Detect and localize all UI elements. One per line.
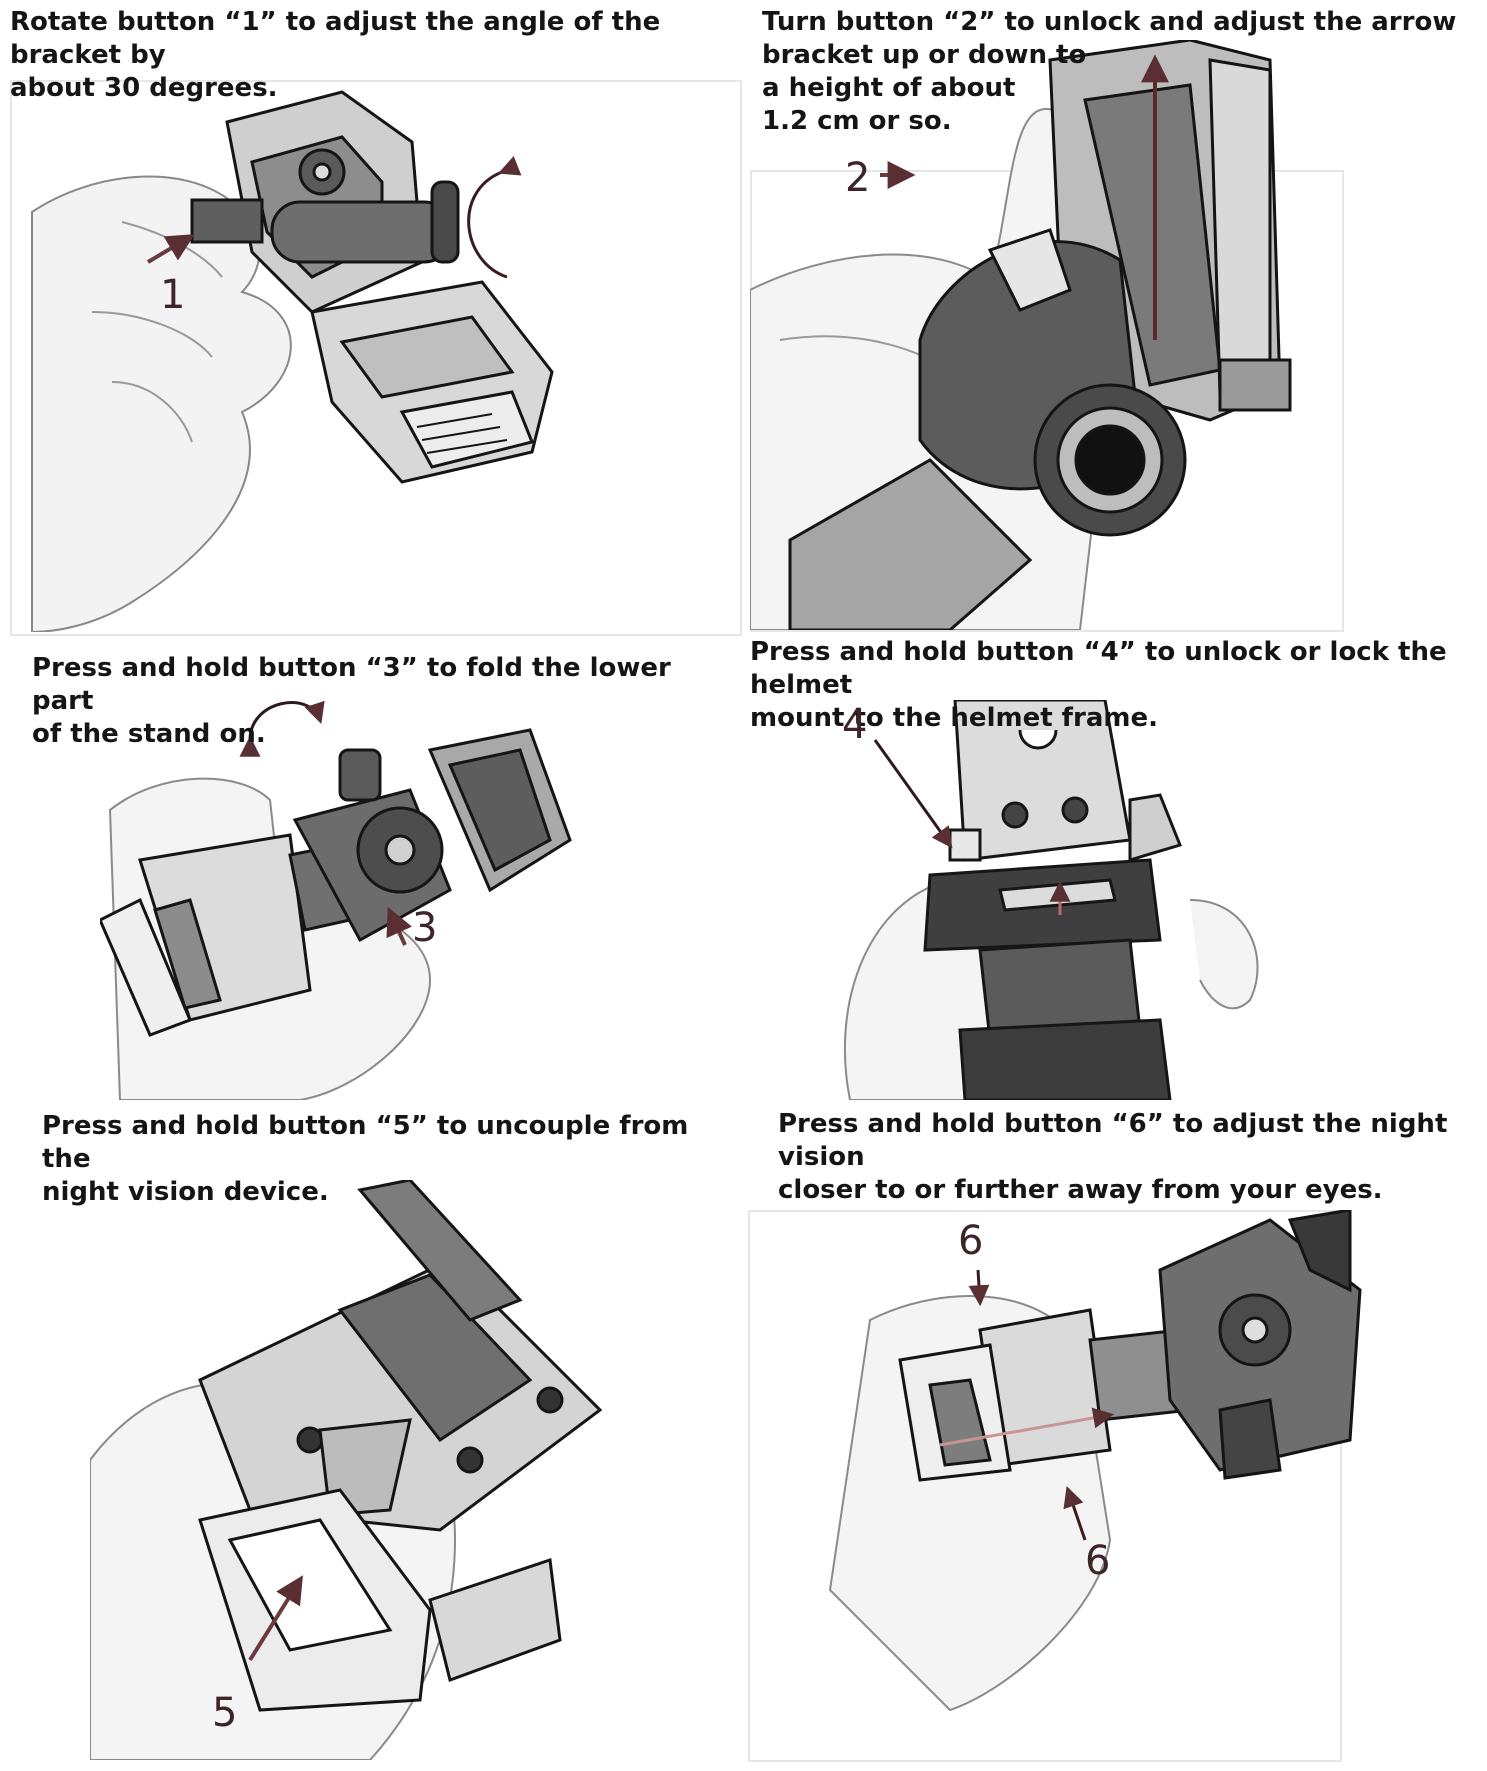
- step-6-caption: Press and hold button “6” to adjust the …: [778, 1109, 1448, 1205]
- step-2-caption: Turn button “2” to unlock and adjust the…: [762, 7, 1457, 136]
- step-5-caption: Press and hold button “5” to uncouple fr…: [42, 1111, 689, 1207]
- bracket-rotation-photo: [12, 82, 738, 632]
- step-1-panel: Rotate button “1” to adjust the angle of…: [0, 0, 750, 640]
- step-2-panel: Turn button “2” to unlock and adjust the…: [750, 0, 1487, 640]
- step-1-caption: Rotate button “1” to adjust the angle of…: [10, 7, 661, 103]
- step-6-callout-bottom: 6: [1085, 1538, 1111, 1584]
- bracket-height-photo: [750, 40, 1487, 630]
- step-3-panel: Press and hold button “3” to fold the lo…: [0, 640, 750, 1110]
- step-5-panel: Press and hold button “5” to uncouple fr…: [0, 1110, 750, 1771]
- step-1-callout: 1: [160, 272, 186, 318]
- step-6-callout-top: 6: [958, 1218, 984, 1264]
- step-3-caption: Press and hold button “3” to fold the lo…: [32, 653, 671, 749]
- step-2-callout: 2: [845, 155, 871, 201]
- eye-distance-photo: [750, 1210, 1487, 1760]
- step-3-callout: 3: [412, 905, 438, 951]
- helmet-mount-photo: [830, 700, 1300, 1100]
- step-4-panel: Press and hold button “4” to unlock or l…: [750, 630, 1487, 1110]
- stand-fold-photo: [100, 690, 740, 1100]
- step-4-callout: 4: [842, 702, 868, 748]
- nvg-uncouple-photo: [90, 1180, 650, 1760]
- step-4-caption: Press and hold button “4” to unlock or l…: [750, 637, 1447, 733]
- step-6-panel: Press and hold button “6” to adjust the …: [748, 1109, 1487, 1771]
- step-5-callout: 5: [212, 1690, 238, 1736]
